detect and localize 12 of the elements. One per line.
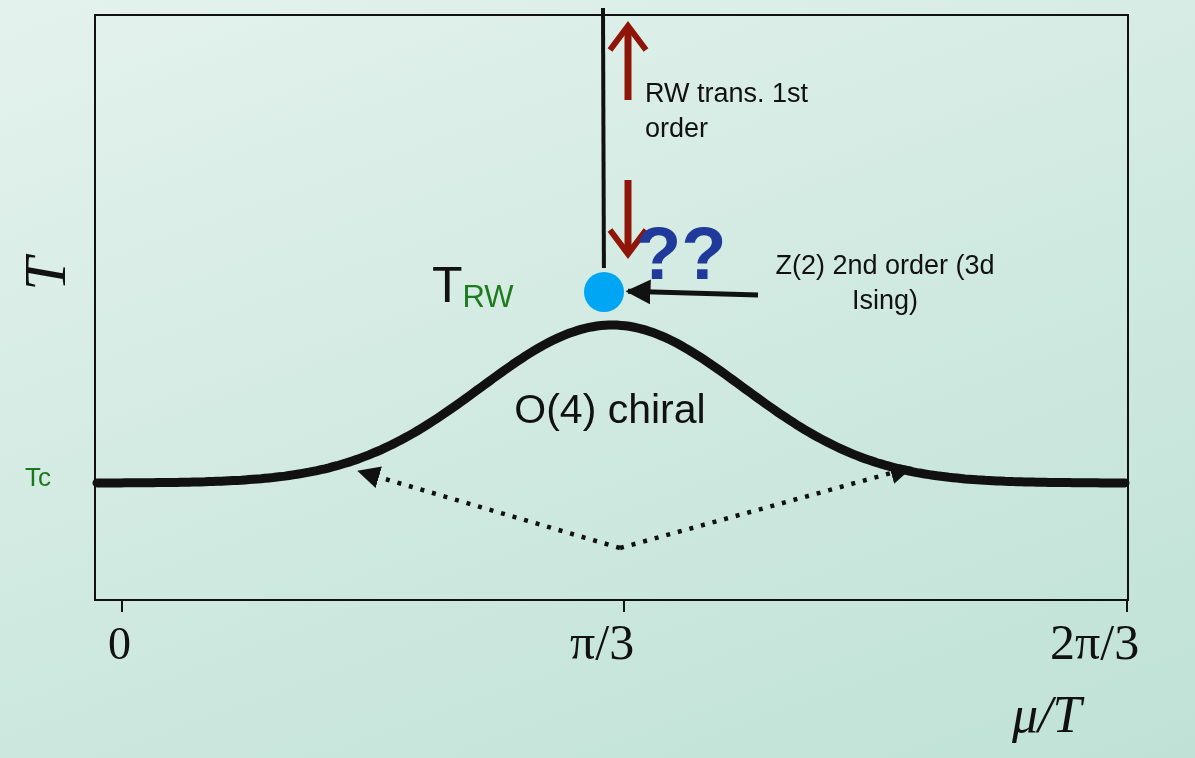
annotation-text: RW trans. 1st order bbox=[645, 77, 810, 146]
point-label: T$_{RW}$ bbox=[432, 260, 514, 312]
region-label: O(4) chiral bbox=[513, 385, 707, 434]
tick-label: 0 bbox=[108, 617, 131, 671]
tick-label: π/3 bbox=[570, 613, 635, 672]
annotation-text: Z(2) 2nd order (3d Ising) bbox=[760, 248, 1010, 319]
critical-point bbox=[584, 272, 624, 312]
tick-label: 2π/3 bbox=[1050, 613, 1140, 672]
question-marks: ?? bbox=[636, 211, 727, 297]
transition-line bbox=[601, 8, 606, 268]
arrow bbox=[625, 279, 759, 305]
tick-label: Tc bbox=[25, 462, 51, 494]
